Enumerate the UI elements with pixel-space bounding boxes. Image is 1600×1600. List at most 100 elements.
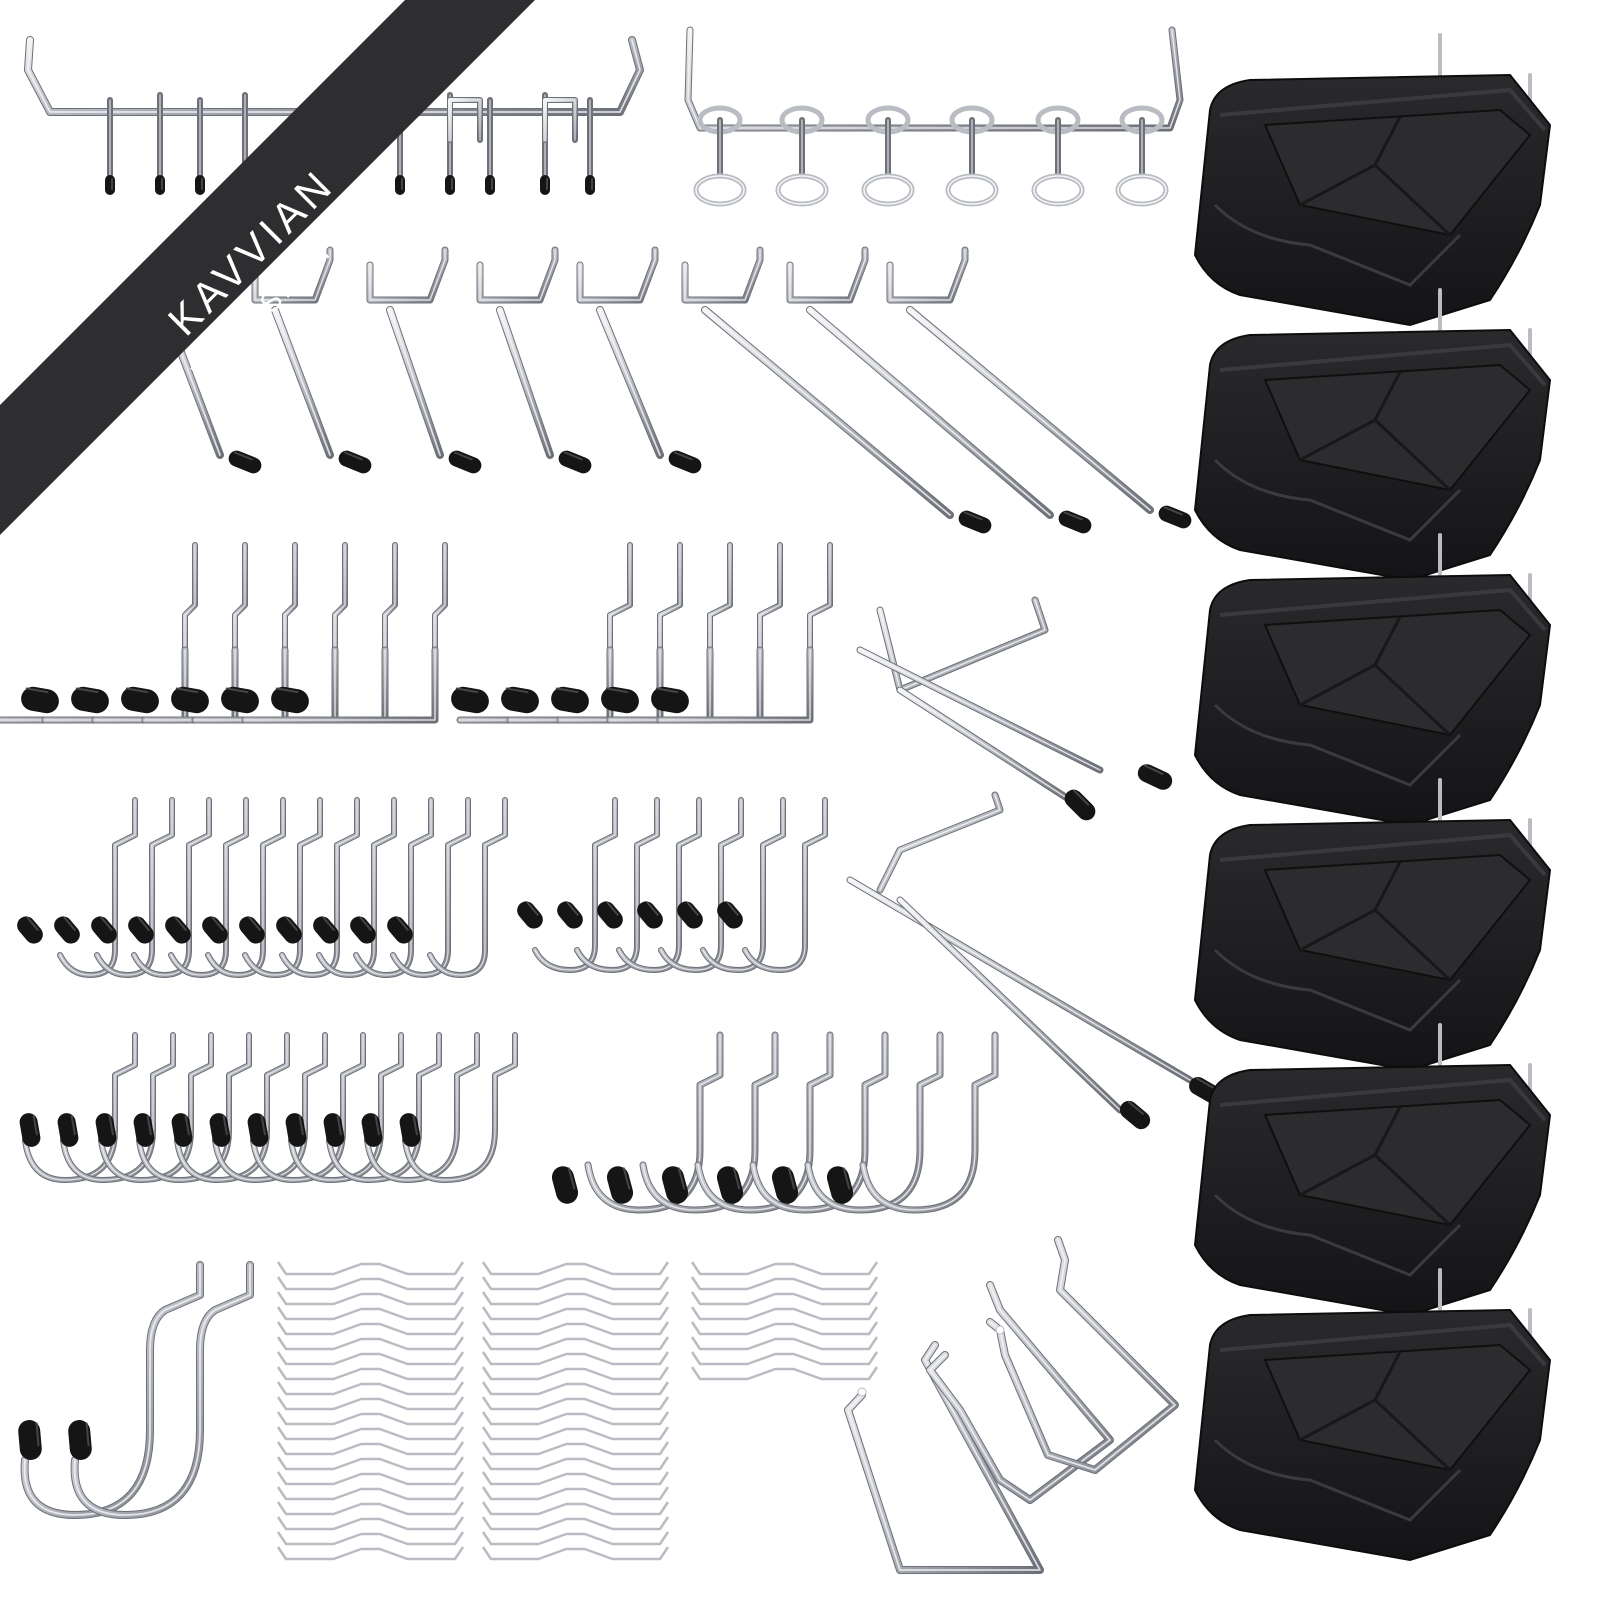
peg-lock: [481, 1516, 670, 1531]
rubber-tip: [155, 175, 165, 195]
rubber-tip: [958, 510, 992, 534]
peg-lock: [690, 1336, 879, 1351]
bin-corner-edge: [1373, 616, 1402, 666]
small-j-hooks: [17, 797, 828, 978]
rubber-tip: [597, 901, 623, 929]
bin-cavity: [1263, 608, 1532, 737]
peg-lock: [276, 1486, 465, 1501]
rubber-tip: [445, 175, 455, 195]
peg-lock: [481, 1276, 670, 1291]
rubber-tip: [558, 450, 592, 474]
rubber-tip: [585, 175, 595, 195]
rubber-tip: [551, 686, 589, 714]
rubber-tip: [540, 175, 550, 195]
rubber-tip: [1058, 510, 1092, 534]
peg-lock: [276, 1291, 465, 1306]
peg-lock: [276, 1531, 465, 1546]
peg-lock: [276, 1456, 465, 1471]
rubber-tip: [221, 686, 259, 714]
peg-lock: [276, 1546, 465, 1561]
bin-cavity: [1263, 108, 1532, 237]
bin-front-lip: [1213, 1438, 1462, 1522]
rubber-tip: [285, 1113, 307, 1147]
peg-lock: [690, 1366, 879, 1381]
rubber-tip: [18, 1420, 42, 1460]
banner-ribbon: [0, 0, 535, 535]
rubber-tip: [448, 450, 482, 474]
bin-cavity: [1263, 1343, 1532, 1472]
peg-lock: [276, 1306, 465, 1321]
peg-lock: [276, 1381, 465, 1396]
peg-lock: [276, 1501, 465, 1516]
peg-lock: [690, 1291, 879, 1306]
bin-corner-edge: [1373, 1106, 1402, 1156]
peg-lock: [276, 1351, 465, 1366]
peg-lock: [481, 1291, 670, 1306]
rubber-tip: [557, 901, 583, 929]
bin-cavity: [1263, 363, 1532, 492]
rubber-tip: [501, 686, 539, 714]
rack-u-prong: [543, 98, 577, 142]
rubber-tip: [338, 450, 372, 474]
peg-lock: [276, 1321, 465, 1336]
peg-lock: [481, 1546, 670, 1561]
rubber-tip: [239, 916, 265, 944]
peg-hook-back: [577, 247, 658, 303]
l-hook-upright: [333, 543, 347, 652]
rubber-tip: [451, 686, 489, 714]
storage-bin: [1193, 778, 1552, 1072]
peg-lock: [690, 1321, 879, 1336]
rubber-tip: [54, 916, 80, 944]
peg-lock: [481, 1366, 670, 1381]
rubber-tip: [133, 1113, 155, 1147]
l-hook-upright: [283, 543, 297, 652]
peg-lock: [481, 1381, 670, 1396]
l-hook-arm: [242, 647, 438, 723]
peg-lock: [690, 1351, 879, 1366]
double-prong-peg-hooks: [846, 596, 1221, 1130]
rubber-tip: [68, 1420, 92, 1460]
rubber-tip: [91, 916, 117, 944]
peg-lock: [481, 1396, 670, 1411]
rubber-tip: [271, 686, 309, 714]
peg-lock: [481, 1471, 670, 1486]
l-hooks: [0, 542, 833, 724]
rubber-tip: [17, 916, 43, 944]
rubber-tip: [606, 1166, 634, 1204]
storage-bin: [1193, 288, 1552, 582]
bin-front-lip: [1213, 203, 1462, 287]
storage-bin: [1193, 533, 1552, 827]
rubber-tip: [361, 1113, 383, 1147]
rack-u-prong: [448, 98, 482, 142]
bin-front-lip: [1213, 948, 1462, 1032]
u-hook: [987, 1237, 1178, 1473]
u-hook-tip: [995, 1325, 1005, 1335]
bin-rim: [1219, 1322, 1547, 1367]
peg-lock: [276, 1426, 465, 1441]
peg-lock: [276, 1336, 465, 1351]
rubber-tip: [71, 686, 109, 714]
rubber-tip: [195, 175, 205, 195]
rubber-tip: [517, 901, 543, 929]
long-straight-peg-hooks: [141, 246, 1192, 534]
peg-hook-back: [887, 247, 968, 303]
peg-lock: [276, 1471, 465, 1486]
rubber-tip: [651, 686, 689, 714]
j-hook: [58, 798, 137, 977]
peg-lock: [481, 1411, 670, 1426]
peg-lock: [481, 1261, 670, 1276]
bin-corner-edge: [1373, 861, 1402, 911]
peg-lock: [690, 1276, 879, 1291]
peg-lock: [276, 1261, 465, 1276]
peg-hook-back: [367, 247, 448, 303]
bin-rim: [1219, 587, 1547, 632]
peg-lock: [481, 1456, 670, 1471]
bin-rim: [1219, 342, 1547, 387]
ring-rack-bar: [685, 27, 1183, 131]
rubber-tip: [323, 1113, 345, 1147]
l-hook-upright: [183, 543, 197, 652]
bin-rim: [1219, 832, 1547, 877]
bin-corner-edge: [1373, 116, 1402, 166]
peg-lock: [276, 1441, 465, 1456]
l-hook-upright: [433, 543, 447, 652]
